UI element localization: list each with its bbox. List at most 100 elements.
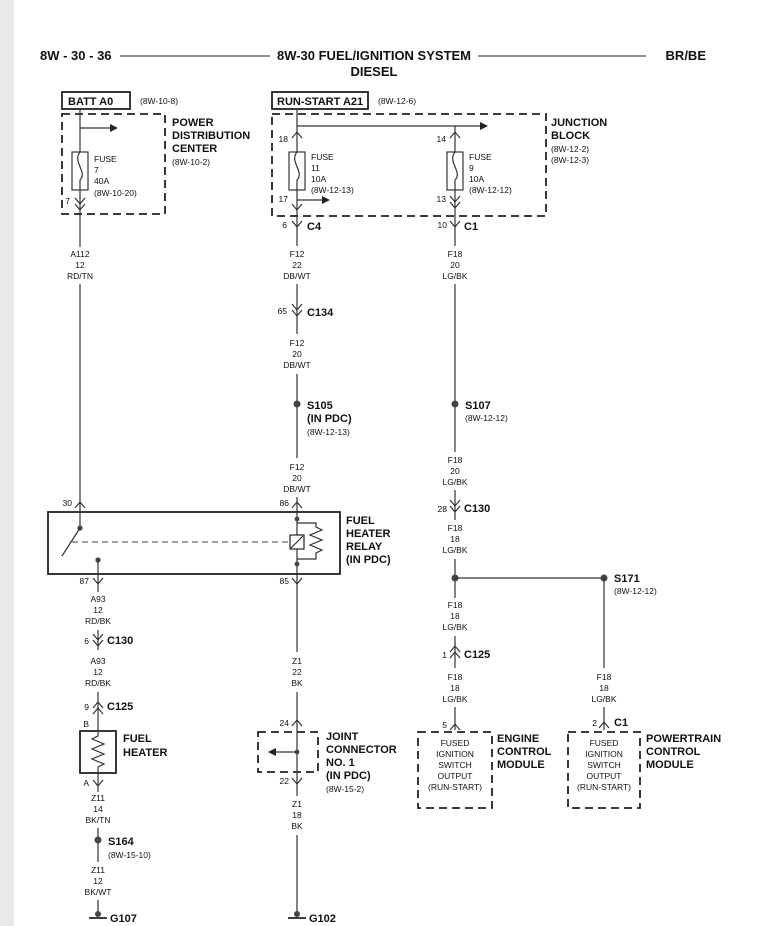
ecm-input-l4: OUTPUT bbox=[438, 771, 473, 781]
jb-pin17: 17 bbox=[279, 194, 289, 204]
f18a-gauge: 20 bbox=[450, 260, 460, 270]
fuse-7-l3: 40A bbox=[94, 176, 109, 186]
a112-circuit: A112 bbox=[70, 249, 89, 259]
a93b-circuit: A93 bbox=[90, 656, 105, 666]
joint-title-l2: CONNECTOR bbox=[326, 744, 397, 756]
z1a-color: BK bbox=[291, 678, 303, 688]
batt-a0-ref: (8W-10-8) bbox=[140, 96, 178, 106]
junction-block-dashed-box bbox=[271, 113, 547, 217]
relay-pin87: 87 bbox=[80, 576, 90, 586]
jb-pin13-connector bbox=[449, 195, 461, 209]
z11a-circuit: Z11 bbox=[91, 793, 105, 803]
pdc-dashed-box bbox=[61, 113, 166, 215]
c125-left-connector-symbol bbox=[92, 701, 104, 715]
fuse-9-element bbox=[452, 151, 458, 190]
pdc-pin7: 7 bbox=[65, 196, 70, 206]
f12b-gauge: 20 bbox=[292, 349, 302, 359]
fuse-11-l1: FUSE bbox=[311, 152, 334, 162]
run-start-label: RUN-START A21 bbox=[277, 96, 363, 108]
pdc-title-l1: POWER bbox=[172, 117, 214, 129]
f18e-gauge: 18 bbox=[450, 683, 460, 693]
relay-coil-mark bbox=[290, 535, 304, 549]
fuse-11-ref: (8W-12-13) bbox=[311, 185, 354, 195]
s164-name: S164 bbox=[108, 836, 135, 848]
f18b-circuit: F18 bbox=[448, 455, 463, 465]
f18f-color: LG/BK bbox=[591, 694, 616, 704]
fuse-11-element bbox=[294, 151, 300, 190]
f18c-circuit: F18 bbox=[448, 523, 463, 533]
fuse-9-l2: 9 bbox=[469, 163, 474, 173]
joint-connector-dashed-box bbox=[257, 731, 319, 773]
s171-name: S171 bbox=[614, 573, 640, 585]
pdc-bus-arrowhead bbox=[110, 124, 118, 132]
relay-switch-arm bbox=[61, 527, 81, 557]
f18a-color: LG/BK bbox=[442, 271, 467, 281]
f18f-gauge: 18 bbox=[599, 683, 609, 693]
z1b-circuit: Z1 bbox=[292, 799, 302, 809]
c1-jb-connector-symbol bbox=[449, 220, 461, 228]
fuse-11-l2: 11 bbox=[311, 163, 320, 173]
ecm-input-l2: IGNITION bbox=[436, 749, 474, 759]
jb-fuse11-tap-arrowhead bbox=[322, 196, 330, 204]
f18d-gauge: 18 bbox=[450, 611, 460, 621]
fuse-7-element bbox=[77, 151, 83, 190]
g107-ground-dot bbox=[95, 911, 101, 917]
c130-right-name: C130 bbox=[464, 503, 490, 515]
c125-right-name: C125 bbox=[464, 649, 490, 661]
pcm-input-l2: IGNITION bbox=[585, 749, 623, 759]
pcm-dashed-box bbox=[567, 731, 641, 809]
fuse-9-ref: (8W-12-12) bbox=[469, 185, 512, 195]
c1-jb-pin: 10 bbox=[438, 220, 448, 230]
joint-arrowhead bbox=[268, 748, 276, 756]
c4-name: C4 bbox=[307, 221, 322, 233]
joint-pin24-connector bbox=[291, 719, 303, 727]
f18e-color: LG/BK bbox=[442, 694, 467, 704]
header-title: 8W-30 FUEL/IGNITION SYSTEM bbox=[277, 48, 471, 63]
ecm-title-l2: CONTROL bbox=[497, 746, 552, 758]
pcm-input-l4: OUTPUT bbox=[587, 771, 622, 781]
s164-ref: (8W-15-10) bbox=[108, 850, 151, 860]
header-subtitle: DIESEL bbox=[351, 64, 398, 79]
relay-title-l3: RELAY bbox=[346, 541, 383, 553]
ecm-input-l5: (RUN-START) bbox=[428, 782, 482, 792]
f12c-gauge: 20 bbox=[292, 473, 302, 483]
f12c-circuit: F12 bbox=[290, 462, 305, 472]
g102-name: G102 bbox=[309, 913, 336, 925]
fuse-7-ref: (8W-10-20) bbox=[94, 188, 137, 198]
joint-ref: (8W-15-2) bbox=[326, 784, 364, 794]
a93a-color: RD/BK bbox=[85, 616, 111, 626]
g102-ground-dot bbox=[294, 911, 300, 917]
ecm-title-l1: ENGINE bbox=[497, 733, 539, 745]
z11b-color: BK/WT bbox=[85, 887, 112, 897]
pcm-input-l1: FUSED bbox=[590, 738, 619, 748]
relay-pin30-connector bbox=[74, 501, 86, 509]
f18d-color: LG/BK bbox=[442, 622, 467, 632]
run-start-ref: (8W-12-6) bbox=[378, 96, 416, 106]
jb-pin14-connector bbox=[449, 131, 461, 139]
pcm-title-l3: MODULE bbox=[646, 759, 694, 771]
page-margin-bar bbox=[0, 0, 14, 926]
c4-connector-symbol bbox=[291, 220, 303, 228]
f18e-circuit: F18 bbox=[448, 672, 463, 682]
relay-title-l4: (IN PDC) bbox=[346, 554, 391, 566]
s164-splice-dot bbox=[94, 836, 102, 844]
a112-gauge: 12 bbox=[75, 260, 85, 270]
c125-right-pin: 1 bbox=[442, 650, 447, 660]
f12a-color: DB/WT bbox=[283, 271, 310, 281]
relay-pin86: 86 bbox=[280, 498, 290, 508]
ecm-pin5: 5 bbox=[442, 720, 447, 730]
c4-pin: 6 bbox=[282, 220, 287, 230]
fuse-7-l1: FUSE bbox=[94, 154, 117, 164]
f18a-circuit: F18 bbox=[448, 249, 463, 259]
jb-pin14: 14 bbox=[437, 134, 447, 144]
jb-title-l2: BLOCK bbox=[551, 130, 590, 142]
heater-title-l1: FUEL bbox=[123, 733, 152, 745]
s107-splice-dot bbox=[451, 400, 459, 408]
ecm-input-l1: FUSED bbox=[441, 738, 470, 748]
jb-title-l1: JUNCTION bbox=[551, 117, 607, 129]
f12a-gauge: 22 bbox=[292, 260, 302, 270]
z11a-gauge: 14 bbox=[93, 804, 103, 814]
heater-title-l2: HEATER bbox=[123, 747, 167, 759]
a112-color: RD/TN bbox=[67, 271, 93, 281]
